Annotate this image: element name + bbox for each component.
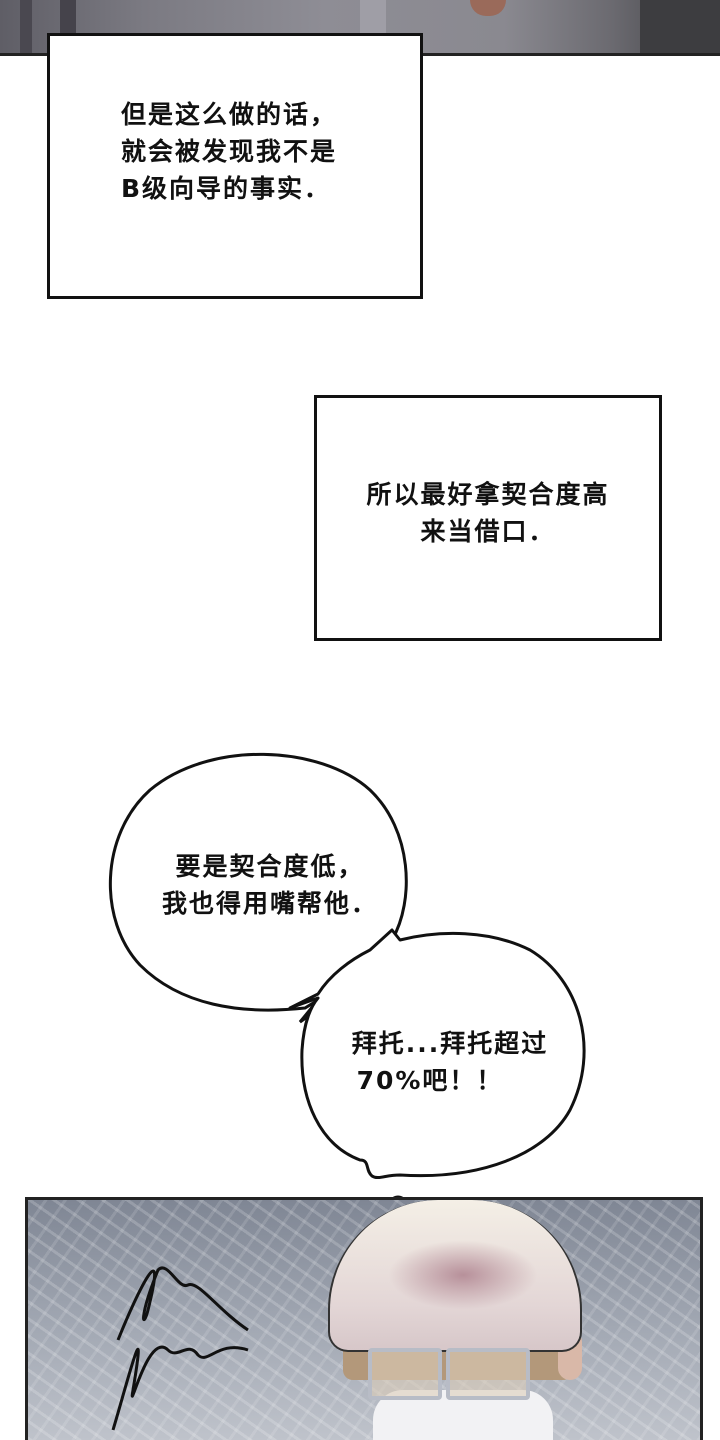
bubble-line: 我也得用嘴帮他．: [161, 889, 378, 918]
speech-bubble-2-outline: [288, 928, 586, 1180]
bubble-line: 拜托...拜托超过: [351, 1029, 549, 1058]
narration-text: 所以最好拿契合度高 来当借口．: [366, 476, 609, 550]
narration-text: 但是这么做的话， 就会被发现我不是 B级向导的事实．: [121, 96, 337, 207]
character-blush: [388, 1240, 538, 1310]
bottom-artwork-panel: [25, 1197, 703, 1440]
narration-line: 来当借口．: [420, 517, 556, 546]
narration-line: 但是这么做的话，: [120, 99, 337, 129]
narration-line: B级向导的事实．: [120, 173, 332, 203]
narration-box-1: 但是这么做的话， 就会被发现我不是 B级向导的事实．: [47, 33, 423, 299]
narration-box-2: 所以最好拿契合度高 来当借口．: [314, 395, 662, 641]
dark-background-area: [640, 0, 720, 53]
narration-line: 所以最好拿契合度高: [366, 480, 610, 509]
scribble-effect-icon: [111, 1266, 249, 1431]
bubble-line: 70%吧！！: [356, 1066, 504, 1095]
speech-bubble-1-outline: [108, 752, 408, 1024]
speech-bubble-2: 拜托...拜托超过 70%吧！！: [330, 1025, 570, 1099]
bubble-line: 要是契合度低，: [175, 852, 365, 881]
speech-bubble-1: 要是契合度低， 我也得用嘴帮他．: [140, 848, 400, 922]
figure-shadow: [20, 0, 32, 53]
glasses-left-lens: [368, 1348, 442, 1400]
narration-line: 就会被发现我不是: [120, 136, 337, 166]
glasses-right-lens: [446, 1348, 530, 1400]
figure-hand: [470, 0, 506, 16]
